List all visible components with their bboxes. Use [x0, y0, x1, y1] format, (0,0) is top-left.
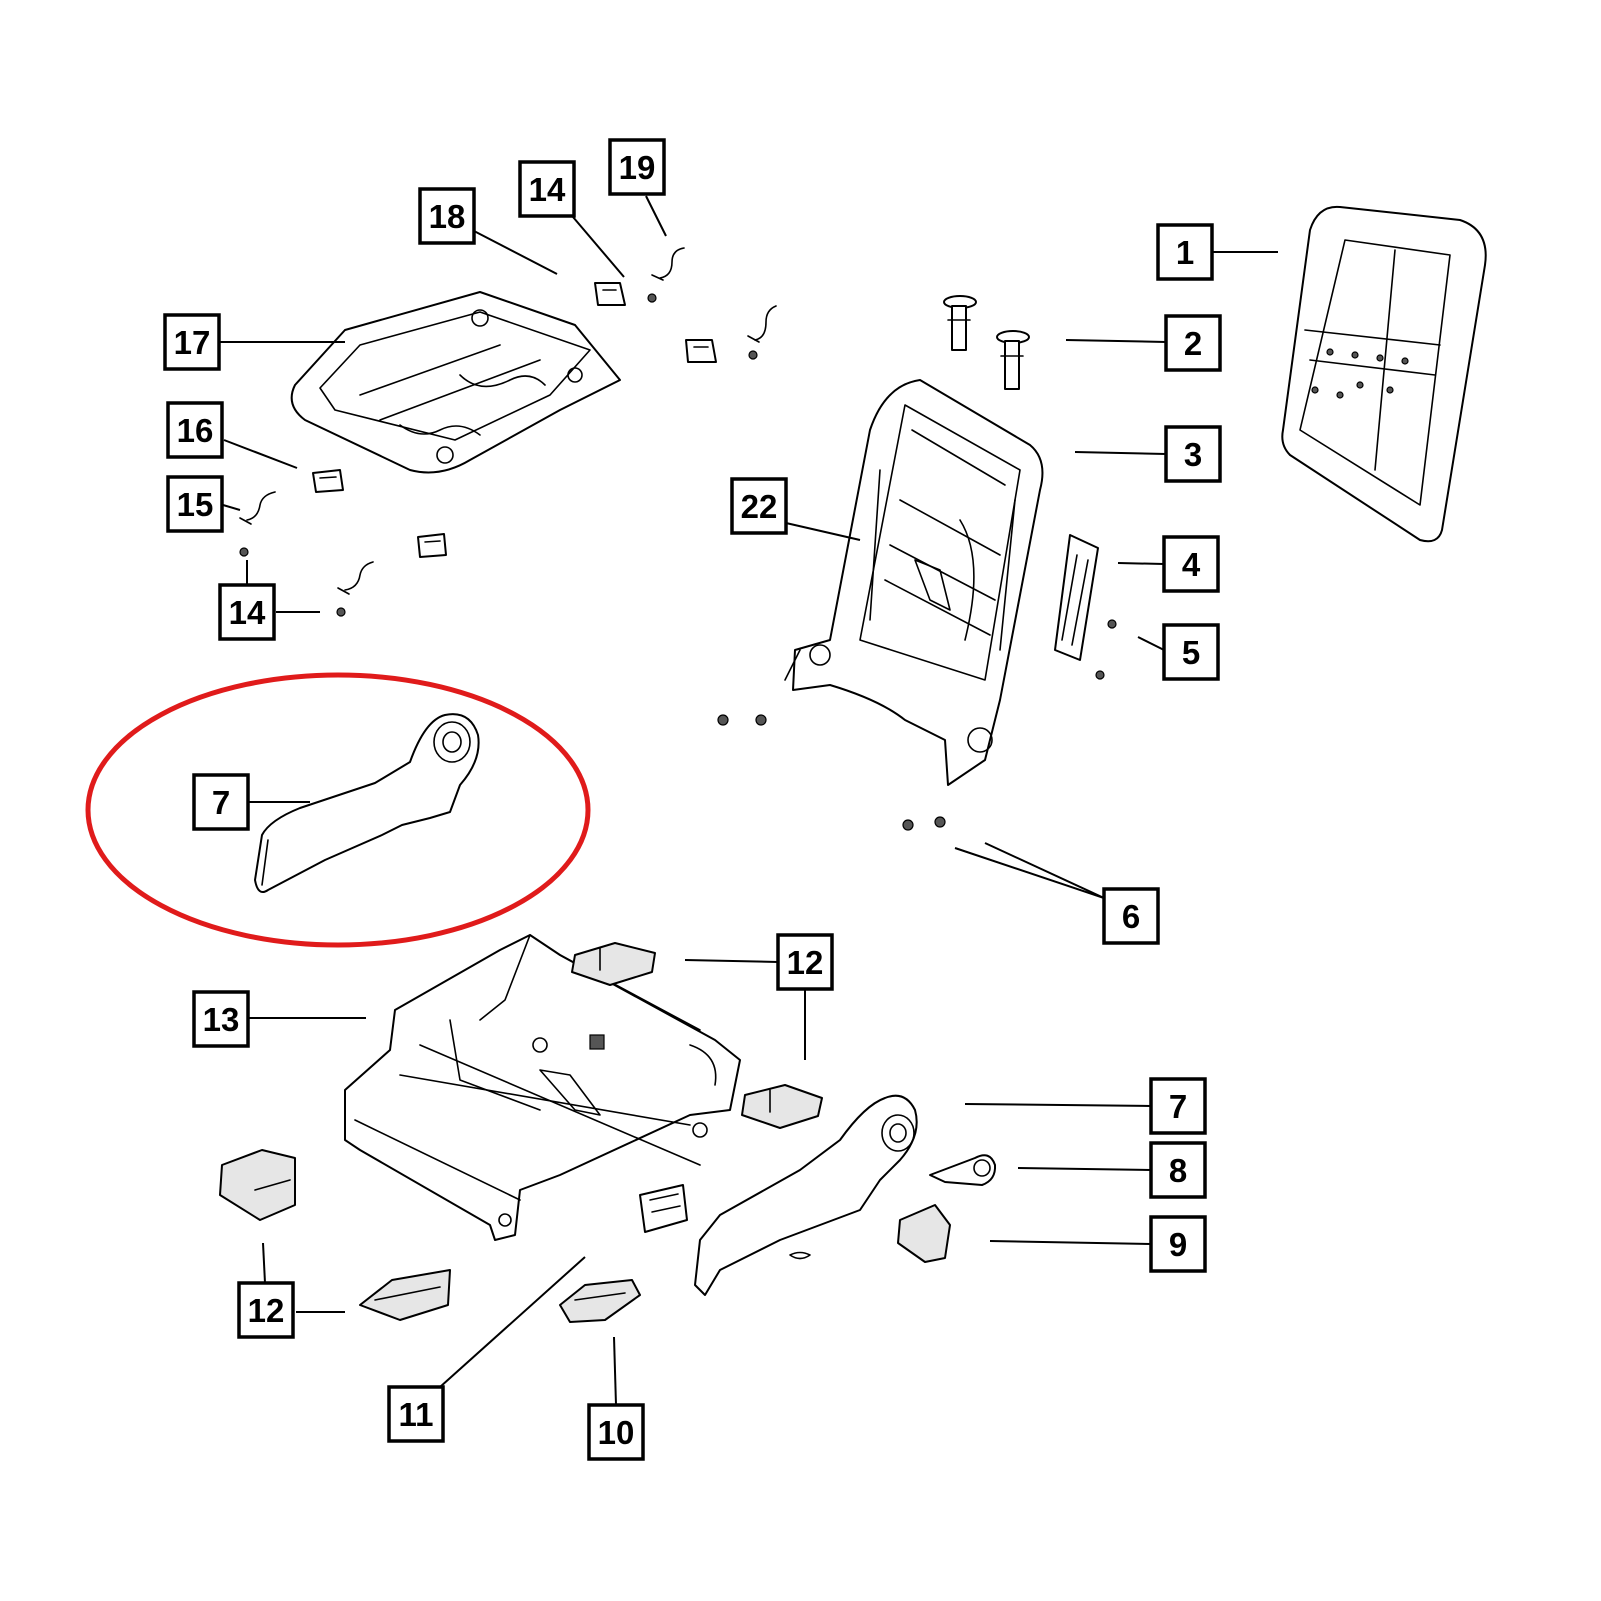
callout-7: 7 — [1149, 1077, 1207, 1135]
callout-16: 16 — [166, 401, 224, 459]
part-14-screws-left — [239, 547, 346, 617]
part-7-side-shield — [694, 1094, 918, 1296]
part-14-screws-top — [647, 293, 758, 360]
callout-3: 3 — [1164, 425, 1222, 483]
svg-text:22: 22 — [741, 488, 778, 525]
callout-7-highlighted: 7 — [192, 773, 250, 831]
svg-text:3: 3 — [1184, 436, 1202, 473]
part-18-clips — [594, 282, 717, 363]
part-4-side-bracket — [1054, 534, 1099, 661]
part-7-shield-highlighted — [254, 713, 480, 893]
part-13-seat-track — [344, 934, 741, 1241]
svg-text:15: 15 — [177, 486, 214, 523]
highlight-ellipse — [85, 672, 591, 948]
svg-text:6: 6 — [1122, 898, 1140, 935]
svg-text:2: 2 — [1184, 325, 1202, 362]
callout-8: 8 — [1149, 1141, 1207, 1199]
callout-22: 22 — [730, 477, 788, 535]
callout-1: 1 — [1156, 223, 1214, 281]
part-9-knob-cover — [897, 1204, 951, 1263]
part-16-clips — [312, 469, 447, 558]
svg-text:4: 4 — [1182, 546, 1201, 583]
leader-lines — [219, 195, 1278, 1406]
svg-text:8: 8 — [1169, 1152, 1187, 1189]
svg-text:10: 10 — [598, 1414, 635, 1451]
callout-19: 19 — [608, 138, 666, 196]
part-17-seat-cushion-frame — [290, 291, 621, 474]
svg-text:12: 12 — [787, 944, 824, 981]
part-1-seat-back-panel — [1281, 205, 1487, 543]
callout-4: 4 — [1162, 535, 1220, 593]
callout-17: 17 — [163, 313, 221, 371]
callout-18: 18 — [418, 187, 476, 245]
callout-13: 13 — [192, 990, 250, 1048]
part-8-recliner-handle — [929, 1154, 997, 1186]
callout-15: 15 — [166, 475, 224, 533]
callout-2: 2 — [1164, 314, 1222, 372]
callout-9: 9 — [1149, 1215, 1207, 1273]
svg-text:14: 14 — [529, 171, 566, 208]
callout-10: 10 — [587, 1403, 645, 1461]
svg-text:5: 5 — [1182, 634, 1200, 671]
svg-text:7: 7 — [212, 784, 230, 821]
part-15-wire-hooks — [239, 491, 374, 595]
part-12-pads — [219, 942, 823, 1321]
svg-text:13: 13 — [203, 1001, 240, 1038]
svg-text:12: 12 — [248, 1292, 285, 1329]
svg-text:18: 18 — [429, 198, 466, 235]
part-6-bolts — [717, 714, 946, 831]
callout-14-top: 14 — [518, 160, 576, 218]
svg-text:1: 1 — [1176, 234, 1194, 271]
callout-14-left: 14 — [218, 583, 276, 641]
svg-text:19: 19 — [619, 149, 656, 186]
callout-12-left: 12 — [237, 1281, 295, 1339]
svg-text:16: 16 — [177, 412, 214, 449]
part-11-module — [639, 1184, 688, 1233]
part-2-headrest-guides — [943, 295, 1030, 390]
part-10-cover — [559, 1279, 641, 1323]
svg-text:11: 11 — [399, 1396, 434, 1433]
svg-text:7: 7 — [1169, 1088, 1187, 1125]
callout-11: 11 — [387, 1385, 445, 1443]
svg-text:17: 17 — [174, 324, 211, 361]
svg-text:9: 9 — [1169, 1226, 1187, 1263]
callout-6: 6 — [1102, 887, 1160, 945]
part-19-wire-hooks — [651, 247, 777, 343]
callout-5: 5 — [1162, 623, 1220, 681]
part-5-nuts — [1095, 619, 1117, 680]
part-3-seat-back-frame — [784, 379, 1044, 786]
callout-12-top: 12 — [776, 933, 834, 991]
svg-text:14: 14 — [229, 594, 266, 631]
